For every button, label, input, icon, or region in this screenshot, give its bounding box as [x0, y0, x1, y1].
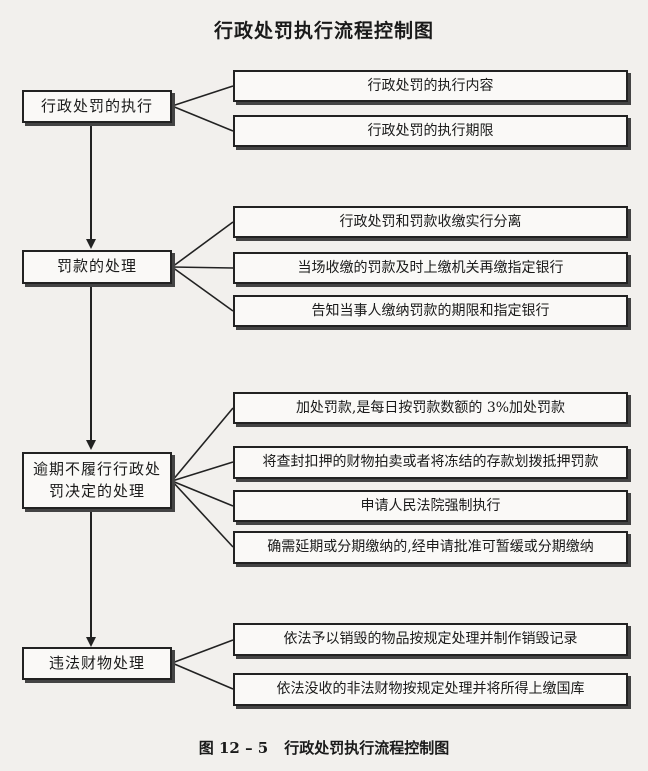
item-box: 告知当事人缴纳罚款的期限和指定银行: [233, 295, 628, 327]
branch-line: [171, 266, 234, 269]
stage-label: 罚款的处理: [56, 257, 137, 276]
branch-line: [171, 407, 234, 482]
branch-line: [171, 480, 234, 548]
branch-line: [171, 662, 234, 690]
stage-label: 行政处罚的执行: [40, 96, 153, 115]
item-box: 当场收缴的罚款及时上缴机关再缴指定银行: [233, 252, 628, 284]
branch-line: [171, 639, 234, 664]
item-box: 将查封扣押的财物拍卖或者将冻结的存款划拨抵押罚款: [233, 446, 628, 479]
stage-box-fine-handling: 罚款的处理: [22, 250, 172, 284]
stage-box-illegal-property: 违法财物处理: [22, 647, 172, 680]
stage-label: 逾期不履行行政处罚决定的处理: [32, 459, 161, 500]
item-box: 加处罚款,是每日按罚款数额的 3%加处罚款: [233, 392, 628, 424]
item-box: 行政处罚的执行内容: [233, 70, 628, 102]
branch-line: [171, 105, 234, 132]
item-box: 行政处罚和罚款收缴实行分离: [233, 206, 628, 238]
stage-box-overdue: 逾期不履行行政处罚决定的处理: [22, 452, 172, 509]
branch-line: [171, 266, 234, 312]
item-box: 行政处罚的执行期限: [233, 115, 628, 147]
figure-number: 图 12 – 5: [198, 739, 269, 757]
branch-line: [171, 461, 234, 482]
figure-caption-text: 行政处罚执行流程控制图: [284, 739, 450, 757]
diagram-title: 行政处罚执行流程控制图: [213, 20, 434, 42]
item-box: 确需延期或分期缴纳的,经申请批准可暂缓或分期缴纳: [233, 531, 628, 564]
branch-line: [171, 85, 234, 107]
branch-line: [171, 480, 234, 507]
figure-caption: 图 12 – 5 行政处罚执行流程控制图: [0, 737, 648, 758]
item-box: 依法没收的非法财物按规定处理并将所得上缴国库: [233, 673, 628, 706]
item-box: 申请人民法院强制执行: [233, 490, 628, 522]
stage-box-execution: 行政处罚的执行: [22, 90, 172, 123]
branch-line: [171, 221, 234, 268]
stage-label: 违法财物处理: [48, 653, 145, 672]
item-box: 依法予以销毁的物品按规定处理并制作销毁记录: [233, 623, 628, 656]
